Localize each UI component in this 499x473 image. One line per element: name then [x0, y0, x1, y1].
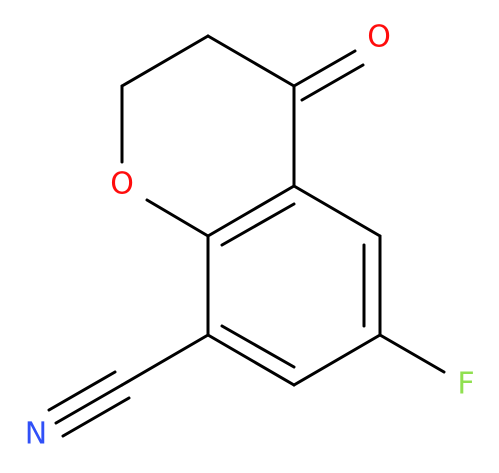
bond-c8a-o1: [145, 198, 210, 238]
atom-labels: O O F N: [25, 20, 475, 452]
bond-c4-o-carbonyl-b: [300, 63, 365, 102]
ring-oxygen-label: O: [110, 167, 134, 202]
bond-c4a-c5: [292, 184, 382, 238]
bond-c2-c3: [120, 34, 210, 88]
bond-c7-c8: [206, 333, 296, 387]
bonds: [47, 34, 446, 438]
bond-c7-c8-inner: [220, 324, 296, 369]
bond-cn-triple-1: [54, 383, 124, 425]
bond-c6-c7: [292, 333, 382, 387]
bond-c8a-c4a-inner: [220, 202, 296, 247]
bond-c6-f: [378, 333, 446, 374]
carbonyl-oxygen-label: O: [367, 20, 391, 55]
bond-cn-triple-2: [61, 396, 131, 438]
bond-c3-c4: [206, 34, 296, 88]
bond-c8-cn: [120, 333, 210, 387]
nitrile-nitrogen-label: N: [25, 417, 47, 452]
bond-cn-triple-3: [47, 370, 117, 412]
bond-c4-o-carbonyl-a: [292, 49, 357, 88]
fluorine-label: F: [457, 367, 474, 402]
bond-c8a-c4a: [206, 184, 296, 238]
